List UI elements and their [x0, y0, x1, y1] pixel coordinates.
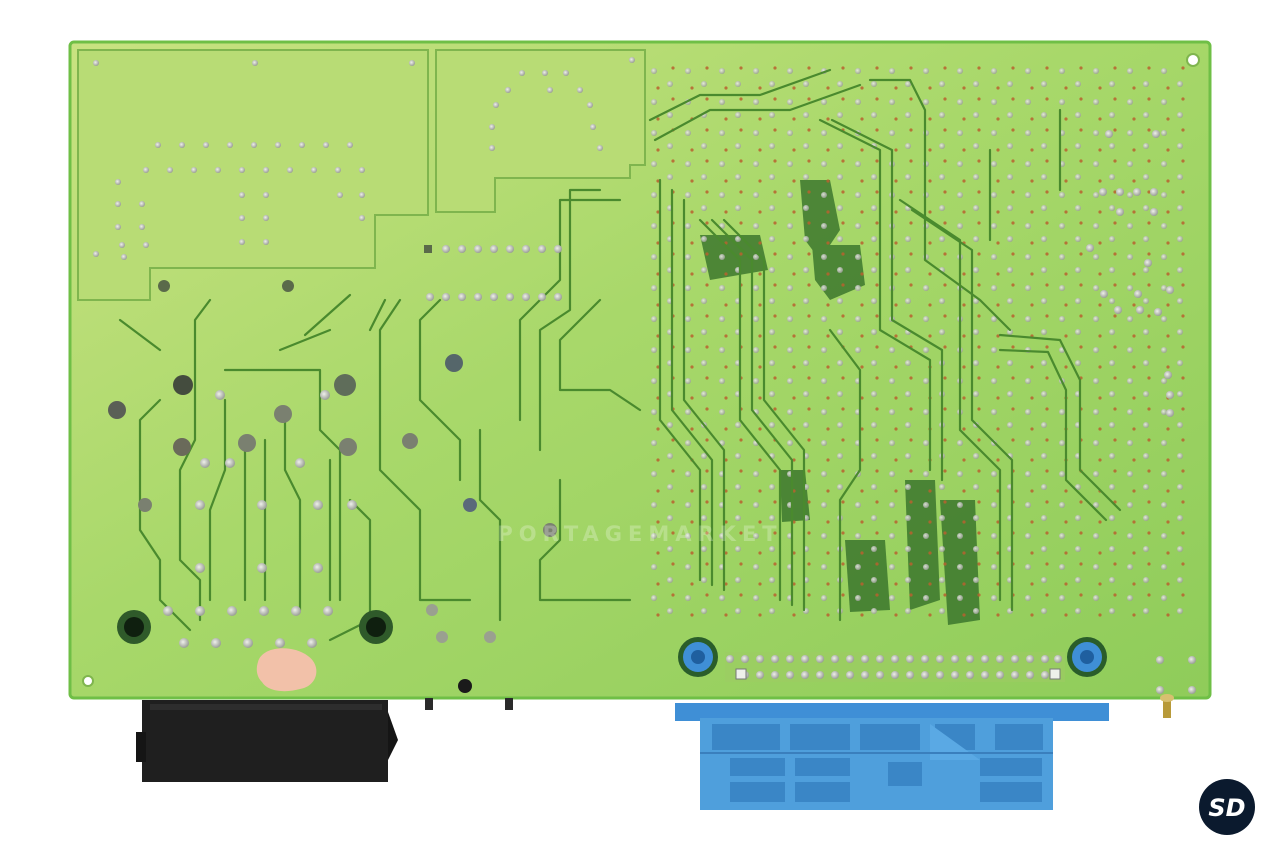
sd-logo-mark: SD — [1208, 794, 1245, 822]
right-pad-clusters — [1086, 130, 1196, 694]
top-left-pads — [93, 57, 635, 260]
bottom-left-pads — [163, 390, 357, 648]
sd-logo-text: SD — [1208, 794, 1245, 822]
header-pin-row — [725, 652, 1065, 682]
mounting-screws-blue — [678, 637, 1107, 677]
mounting-holes — [82, 53, 1200, 693]
blue-connector — [675, 703, 1109, 810]
sd-logo: SD — [1199, 779, 1255, 835]
residue-spot — [256, 648, 317, 692]
small-black-tabs — [425, 698, 433, 710]
copper-pour-top-left — [77, 49, 646, 301]
large-solder-joints — [108, 280, 557, 643]
left-traces — [118, 298, 372, 642]
gold-pin — [1160, 694, 1174, 718]
copper-traces — [278, 68, 1122, 622]
via-field-right — [650, 60, 1195, 620]
ic-footprint-top — [424, 245, 562, 301]
small-black-tab-2 — [505, 698, 513, 710]
black-connector — [136, 700, 398, 782]
